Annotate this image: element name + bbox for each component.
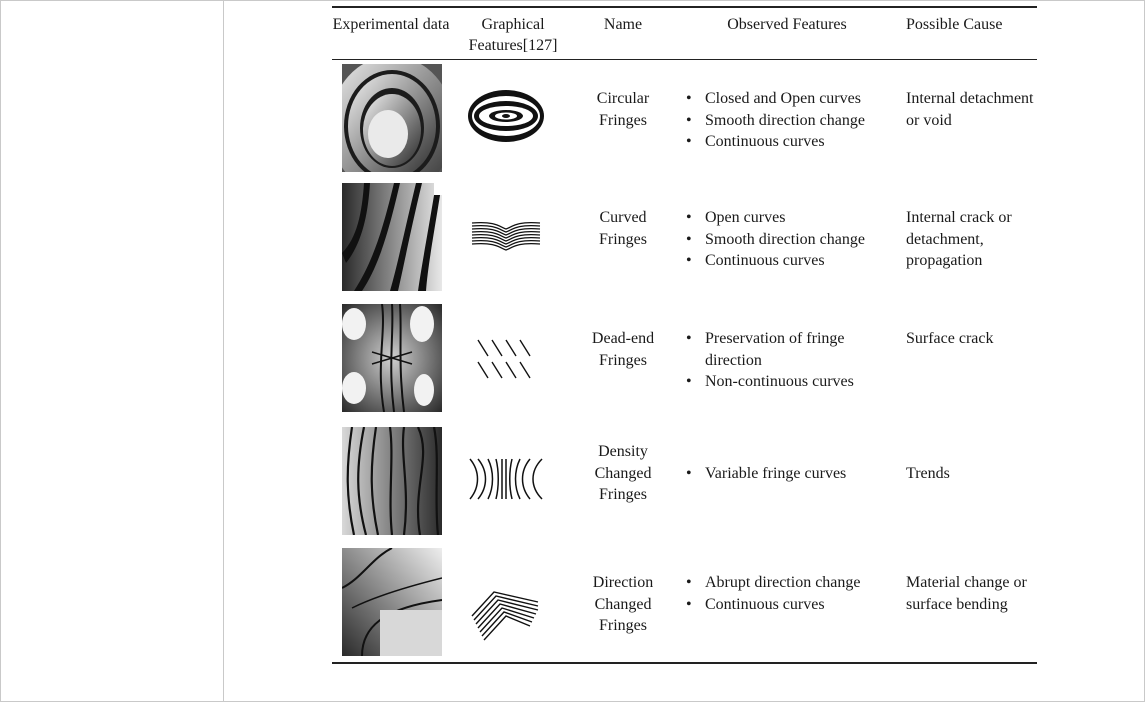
table-row: Dead-end Fringes Preservation of fringe …	[332, 302, 1037, 412]
table-bottom-rule	[332, 662, 1037, 664]
feature-item: Continuous curves	[684, 594, 894, 616]
observed-features-list: Closed and Open curves Smooth direction …	[684, 88, 894, 153]
table-top-rule	[332, 6, 1037, 8]
possible-cause: Material change or surface bending	[906, 574, 1027, 613]
header-name: Name	[603, 16, 643, 33]
experimental-image-direction	[342, 548, 442, 656]
column-divider	[223, 0, 224, 702]
table-row: Direction Changed Fringes Abrupt directi…	[332, 546, 1037, 656]
fringe-pattern-table: Experimental data Graphical Features[127…	[332, 6, 1037, 664]
feature-item: Abrupt direction change	[684, 572, 894, 594]
observed-features-list: Abrupt direction change Continuous curve…	[684, 572, 894, 615]
graphical-icon-circular	[466, 66, 546, 166]
feature-item: Non-continuous curves	[684, 371, 894, 393]
row-name: Circular Fringes	[596, 90, 650, 129]
possible-cause: Surface crack	[906, 330, 994, 347]
feature-item: Smooth direction change	[684, 229, 894, 251]
feature-item: Open curves	[684, 207, 894, 229]
row-name: Dead-end Fringes	[591, 330, 655, 369]
graphical-icon-dead-end	[466, 306, 546, 406]
feature-item: Closed and Open curves	[684, 88, 894, 110]
graphical-icon-density	[466, 429, 546, 529]
observed-features-list: Preservation of fringe direction Non-con…	[684, 328, 894, 393]
table-row: Curved Fringes Open curves Smooth direct…	[332, 181, 1037, 291]
header-experimental-data: Experimental data	[332, 16, 450, 33]
feature-item: Continuous curves	[684, 250, 894, 272]
experimental-image-density	[342, 427, 442, 535]
feature-item: Variable fringe curves	[684, 463, 894, 485]
observed-features-list: Variable fringe curves	[684, 463, 894, 485]
experimental-image-dead-end	[342, 304, 442, 412]
graphical-icon-curved	[466, 185, 546, 285]
feature-item: Continuous curves	[684, 131, 894, 153]
header-possible-cause: Possible Cause	[906, 16, 1003, 33]
possible-cause: Trends	[906, 465, 950, 482]
possible-cause: Internal crack or detachment, propagatio…	[906, 209, 1012, 269]
table-row: Circular Fringes Closed and Open curves …	[332, 62, 1037, 172]
table-row: Density Changed Fringes Variable fringe …	[332, 425, 1037, 535]
experimental-image-circular	[342, 64, 442, 172]
experimental-image-curved	[342, 183, 442, 291]
observed-features-list: Open curves Smooth direction change Cont…	[684, 207, 894, 272]
row-name: Curved Fringes	[599, 209, 647, 248]
feature-item: Preservation of fringe direction	[684, 328, 894, 371]
header-graphical-features: Graphical Features[127]	[468, 16, 558, 54]
table-header-rule	[332, 59, 1037, 60]
graphical-icon-direction	[466, 550, 546, 650]
feature-item: Smooth direction change	[684, 110, 894, 132]
row-name: Direction Changed Fringes	[592, 574, 654, 634]
possible-cause: Internal detachment or void	[906, 90, 1034, 129]
header-observed-features: Observed Features	[727, 16, 847, 33]
row-name: Density Changed Fringes	[594, 443, 652, 503]
